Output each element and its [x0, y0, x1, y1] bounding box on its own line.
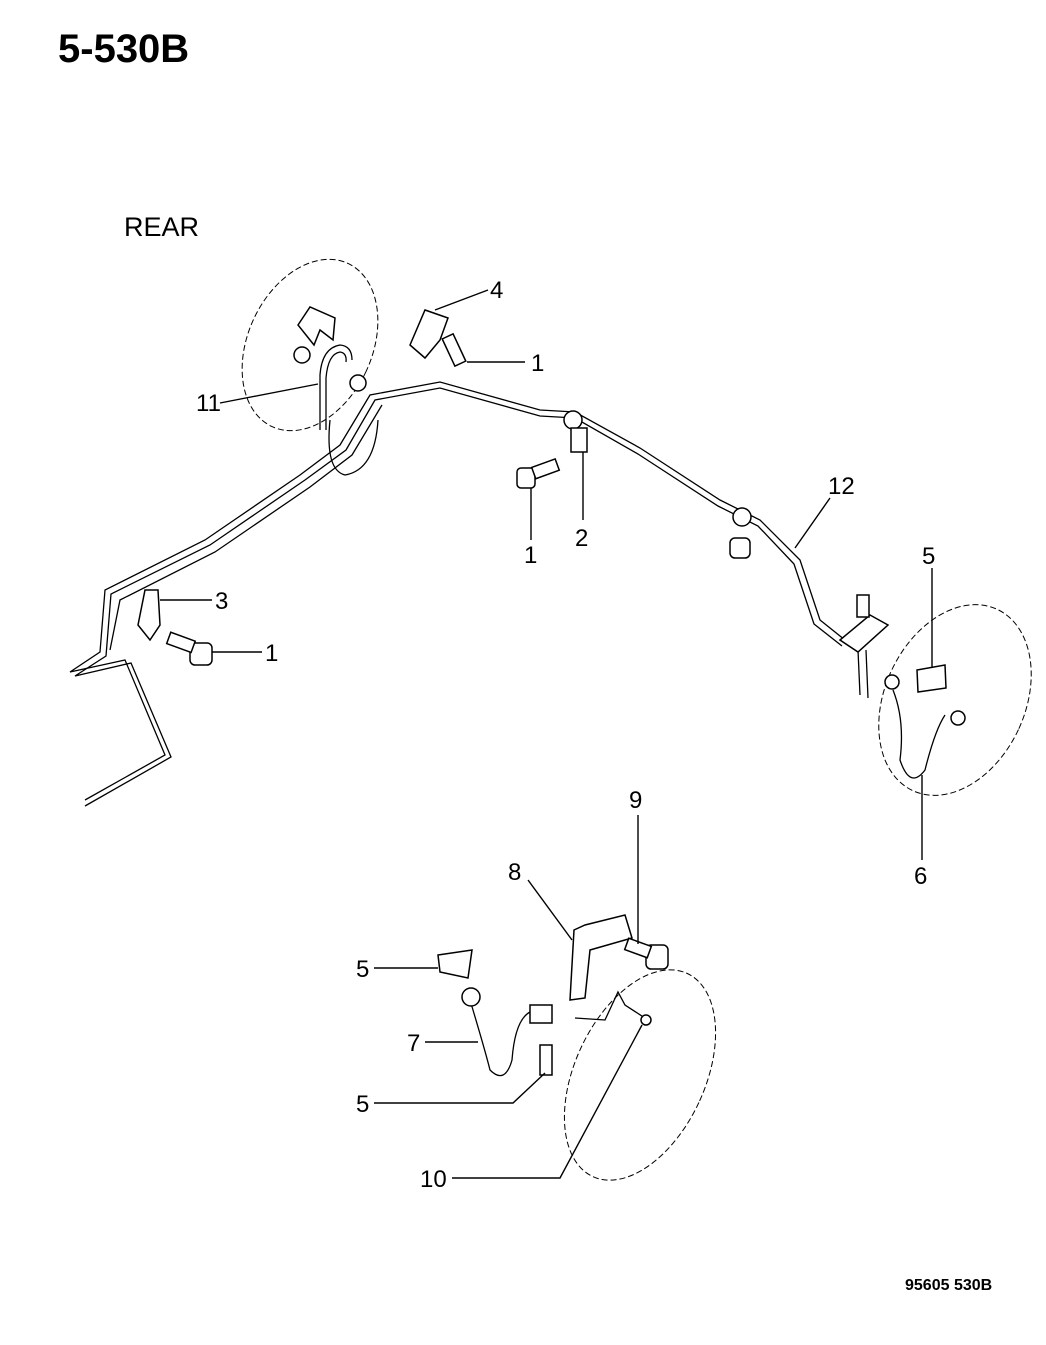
brake-tube-10-icon — [574, 990, 649, 1021]
bolt-icon — [441, 332, 467, 368]
callout-5: 5 — [356, 1091, 369, 1118]
fitting-icon — [461, 987, 481, 1007]
callout-1: 1 — [531, 350, 544, 377]
bolt-icon — [189, 642, 213, 666]
leader-5c — [374, 1072, 546, 1104]
bolt-thread-icon — [530, 457, 561, 480]
clip-icon — [732, 507, 752, 527]
leader-4 — [434, 289, 489, 311]
callout-11: 11 — [196, 390, 221, 417]
retainer-clip-icon — [539, 1044, 553, 1076]
view-label: REAR — [124, 212, 199, 242]
callout-8: 8 — [508, 859, 521, 886]
leader-8 — [527, 879, 573, 941]
lower-drum-outline — [563, 969, 717, 1181]
spring-clip-icon — [297, 306, 336, 347]
clip-2-icon — [563, 410, 583, 430]
retainer-clip-icon — [916, 664, 947, 693]
leader-11 — [219, 383, 319, 404]
brake-hose-7-icon — [469, 999, 531, 1077]
callout-1: 1 — [265, 640, 278, 667]
fitting-icon — [950, 710, 966, 726]
clip-3-icon — [137, 589, 161, 642]
fitting-icon — [884, 674, 900, 690]
leader-12 — [794, 497, 831, 549]
callout-2: 2 — [575, 525, 588, 552]
right-drum-outline — [878, 604, 1032, 796]
callout-12: 12 — [828, 473, 855, 500]
clamp-4-icon — [409, 309, 449, 360]
callout-3: 3 — [215, 588, 228, 615]
callout-6: 6 — [914, 863, 927, 890]
callout-4: 4 — [490, 277, 503, 304]
callout-5: 5 — [356, 956, 369, 983]
bolt-thread-icon — [623, 937, 653, 959]
reference-code: 95605 530B — [905, 1277, 992, 1294]
bolt-icon — [729, 537, 751, 559]
fitting-icon — [293, 346, 311, 364]
callout-1: 1 — [524, 542, 537, 569]
callout-9: 9 — [629, 787, 642, 814]
junction-block-icon — [838, 614, 890, 653]
left-drum-outline — [241, 258, 379, 432]
callout-7: 7 — [407, 1030, 420, 1057]
clip-2-tab-icon — [570, 427, 588, 453]
bolt-thread-icon — [165, 631, 197, 654]
bolt-icon — [856, 594, 870, 618]
fitting-icon — [640, 1014, 652, 1026]
bracket-8-icon — [569, 914, 633, 1001]
retainer-clip-icon — [437, 949, 473, 979]
main-brake-tube — [69, 344, 869, 807]
callout-5: 5 — [922, 543, 935, 570]
brake-hose-6-icon — [892, 689, 946, 779]
fitting-icon — [349, 374, 367, 392]
page-code: 5-530B — [58, 27, 189, 71]
fitting-icon — [529, 1004, 553, 1024]
callout-10: 10 — [420, 1166, 447, 1193]
leader-10 — [452, 1024, 643, 1179]
